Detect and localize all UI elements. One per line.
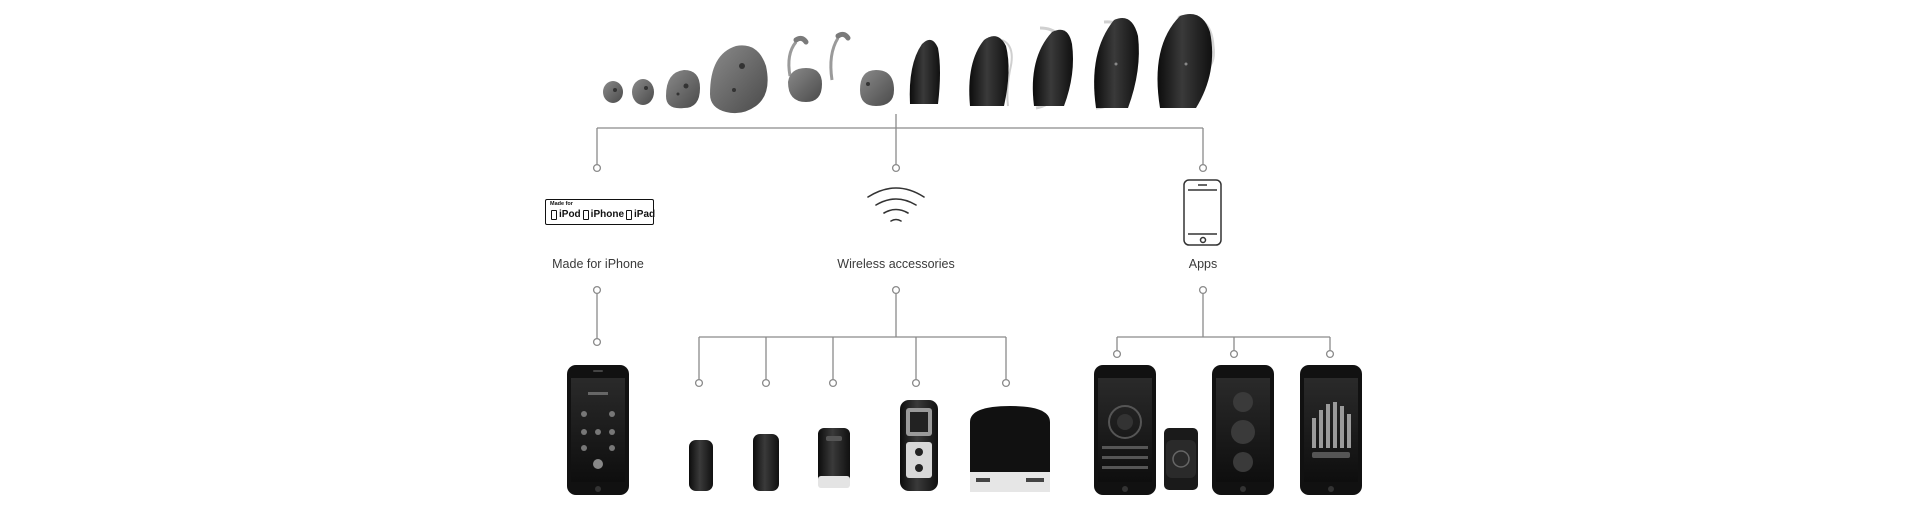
ipad-icon	[626, 210, 633, 220]
accessory-tv-streamer	[970, 406, 1050, 492]
app-phone-2	[1212, 365, 1274, 495]
app-phone-1	[1094, 365, 1156, 495]
label-apps: Apps	[1188, 257, 1218, 271]
hearing-aid-itc	[666, 70, 700, 109]
iphone-icon	[582, 210, 589, 220]
hearing-aid-bte-3	[1032, 26, 1073, 110]
label-made-for-iphone: Made for iPhone	[552, 257, 644, 271]
connector-nodes	[592, 163, 1335, 388]
hearing-aid-bte-2	[969, 36, 1013, 107]
smartphone-outline-icon	[1183, 179, 1222, 246]
label-wireless-accessories: Wireless accessories	[837, 257, 955, 271]
hearing-aid-bte-1	[909, 39, 940, 105]
accessory-remote-mini	[689, 440, 713, 491]
badge-heading: Made for	[550, 201, 573, 207]
app-phone-3	[1300, 365, 1362, 495]
connector-lines	[596, 114, 1331, 382]
hearing-aid-bte-power	[1157, 14, 1215, 108]
badge-ipod: iPod	[559, 209, 581, 220]
hearing-aid-cic	[632, 79, 654, 105]
ipod-icon	[551, 210, 557, 220]
hearing-aid-ric-slim	[829, 31, 894, 106]
accessory-tv-streamer-clip	[818, 428, 850, 488]
badge-device-list: iPod iPhone iPad	[549, 209, 655, 221]
hearing-aid-lineup	[603, 14, 1215, 114]
hearing-aid-iic	[603, 81, 623, 103]
app-smartwatch	[1164, 428, 1198, 490]
iphone-remote-control	[567, 365, 629, 495]
badge-ipad: iPad	[634, 209, 656, 220]
accessory-phone-clip	[753, 434, 779, 491]
hearing-aid-ite	[710, 45, 768, 114]
made-for-iphone-badge: Made for iPod iPhone iPad	[545, 199, 655, 225]
hearing-aid-bte-4	[1094, 18, 1139, 110]
hearing-aid-ric-mini	[787, 35, 822, 102]
badge-iphone: iPhone	[590, 209, 625, 220]
wireless-signal-icon	[867, 187, 925, 222]
accessory-remote-control	[900, 400, 938, 491]
